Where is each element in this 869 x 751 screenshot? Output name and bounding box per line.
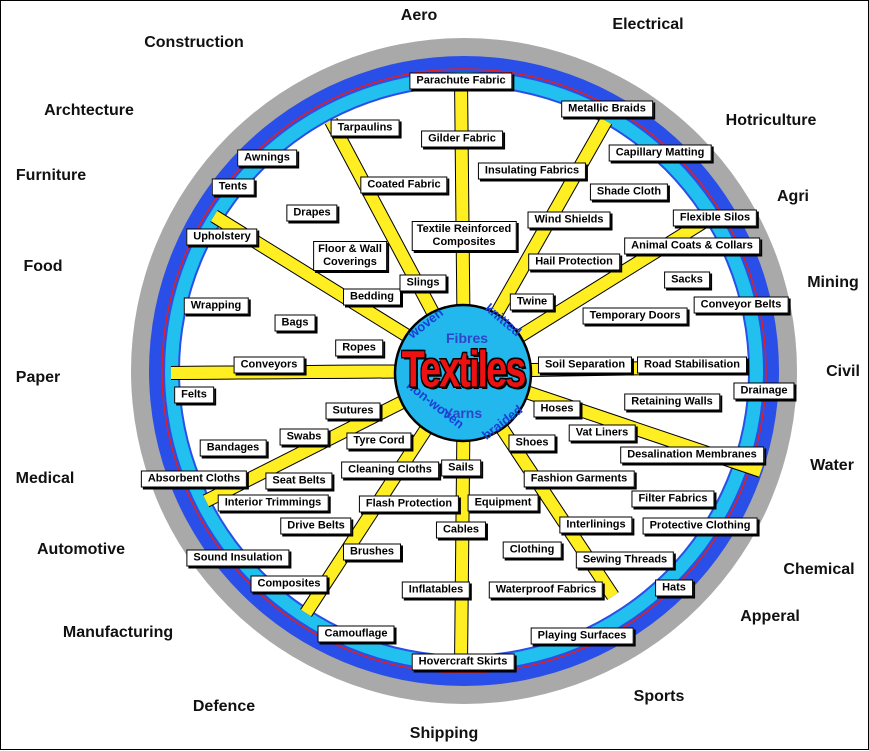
sector-defence: Defence	[192, 698, 256, 715]
product-wrapping: Wrapping	[183, 297, 249, 315]
product-fashion-garments: Fashion Garments	[523, 470, 635, 488]
sector-medical: Medical	[15, 470, 75, 487]
product-absorbent-cloths: Absorbent Cloths	[140, 470, 248, 488]
sector-hotriculture: Hotriculture	[725, 112, 817, 129]
sector-furniture: Furniture	[15, 167, 87, 184]
product-protective-clothing: Protective Clothing	[642, 517, 758, 535]
product-temporary-doors: Temporary Doors	[582, 307, 688, 325]
product-gilder-fabric: Gilder Fabric	[421, 130, 503, 148]
product-insulating-fabrics: Insulating Fabrics	[477, 162, 587, 180]
product-interlinings: Interlinings	[559, 516, 633, 534]
product-sound-insulation: Sound Insulation	[186, 549, 290, 567]
hub-word-yarns: Yarns	[444, 405, 482, 421]
product-sewing-threads: Sewing Threads	[575, 551, 675, 569]
product-bandages: Bandages	[199, 439, 267, 457]
sector-shipping: Shipping	[409, 725, 479, 742]
product-wind-shields: Wind Shields	[527, 211, 611, 229]
sector-construction: Construction	[144, 34, 244, 51]
product-desalination-membranes: Desalination Membranes	[620, 446, 764, 464]
product-flexible-silos: Flexible Silos	[672, 209, 758, 227]
product-floor-wall-coverings: Floor & Wall Coverings	[313, 241, 387, 271]
product-tyre-cord: Tyre Cord	[346, 432, 412, 450]
product-conveyor-belts: Conveyor Belts	[693, 296, 789, 314]
product-seat-belts: Seat Belts	[265, 472, 333, 490]
product-sacks: Sacks	[664, 271, 710, 289]
product-metallic-braids: Metallic Braids	[561, 100, 653, 118]
product-interior-trimmings: Interior Trimmings	[217, 494, 329, 512]
product-hats: Hats	[655, 579, 693, 597]
sector-sports: Sports	[633, 688, 685, 705]
product-soil-separation: Soil Separation	[537, 356, 633, 374]
product-drapes: Drapes	[286, 204, 338, 222]
product-equipment: Equipment	[467, 494, 539, 512]
product-brushes: Brushes	[342, 543, 402, 561]
product-hail-protection: Hail Protection	[528, 253, 620, 271]
product-bags: Bags	[274, 314, 316, 332]
product-felts: Felts	[174, 386, 214, 404]
sector-civil: Civil	[826, 363, 860, 380]
product-waterproof-fabrics: Waterproof Fabrics	[488, 581, 604, 599]
product-bedding: Bedding	[343, 288, 401, 306]
product-awnings: Awnings	[237, 149, 297, 167]
sector-food: Food	[23, 258, 63, 275]
product-sails: Sails	[441, 459, 481, 477]
sector-mining: Mining	[807, 274, 859, 291]
hub-word-fibres: Fibres	[446, 330, 488, 346]
product-retaining-walls: Retaining Walls	[624, 393, 720, 411]
sector-apperal: Apperal	[740, 608, 800, 625]
product-clothing: Clothing	[502, 541, 562, 559]
product-tarpaulins: Tarpaulins	[330, 119, 400, 137]
product-shoes: Shoes	[508, 434, 556, 452]
product-road-stabilisation: Road Stabilisation	[637, 356, 747, 374]
sector-archtecture: Archtecture	[44, 102, 134, 119]
product-vat-liners: Vat Liners	[568, 424, 636, 442]
product-coated-fabric: Coated Fabric	[360, 176, 448, 194]
sector-automotive: Automotive	[37, 541, 125, 558]
sector-water: Water	[810, 457, 854, 474]
product-parachute-fabric: Parachute Fabric	[409, 72, 513, 90]
product-slings: Slings	[399, 274, 447, 292]
product-composites: Composites	[250, 575, 328, 593]
product-upholstery: Upholstery	[186, 228, 258, 246]
sector-manufacturing: Manufacturing	[62, 624, 174, 641]
product-hovercraft-skirts: Hovercraft Skirts	[411, 653, 515, 671]
product-conveyors: Conveyors	[233, 356, 305, 374]
sector-agri: Agri	[777, 188, 809, 205]
product-shade-cloth: Shade Cloth	[589, 183, 669, 201]
product-playing-surfaces: Playing Surfaces	[530, 627, 634, 645]
product-textile-reinforced-composites: Textile Reinforced Composites	[411, 221, 517, 251]
product-ropes: Ropes	[335, 339, 383, 357]
product-cleaning-cloths: Cleaning Cloths	[341, 461, 439, 479]
product-sutures: Sutures	[325, 402, 381, 420]
product-cables: Cables	[435, 521, 487, 539]
sector-paper: Paper	[15, 369, 61, 386]
product-filter-fabrics: Filter Fabrics	[631, 490, 715, 508]
product-hoses: Hoses	[533, 400, 581, 418]
product-animal-coats-collars: Animal Coats & Collars	[624, 237, 760, 255]
sector-aero: Aero	[400, 7, 438, 24]
product-inflatables: Inflatables	[401, 581, 471, 599]
product-capillary-matting: Capillary Matting	[608, 144, 712, 162]
product-swabs: Swabs	[279, 428, 329, 446]
product-drainage: Drainage	[733, 382, 795, 400]
product-tents: Tents	[211, 178, 255, 196]
sector-chemical: Chemical	[783, 561, 855, 578]
product-flash-protection: Flash Protection	[358, 495, 460, 513]
sector-electrical: Electrical	[612, 16, 684, 33]
product-drive-belts: Drive Belts	[280, 517, 352, 535]
hub-title: Textiles	[401, 341, 527, 399]
product-twine: Twine	[509, 293, 555, 311]
product-camouflage: Camouflage	[317, 625, 395, 643]
